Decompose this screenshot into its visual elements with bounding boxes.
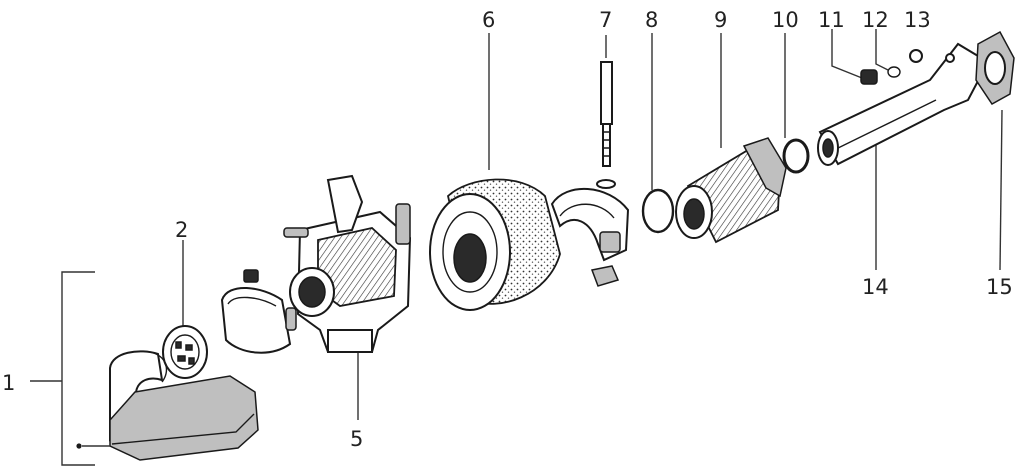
part-10-gasket-ring [782,33,810,174]
part-2-filter-cap [162,240,208,379]
hose-clamp [220,269,297,354]
callout-1: 1 [2,371,15,395]
callout-5: 5 [350,427,363,451]
callout-7: 7 [599,8,612,32]
part-9-inlet-sleeve [675,33,787,244]
callout-6: 6 [482,8,495,32]
part-15-flange-gasket [975,30,1015,271]
part-7-stud-bolt [590,35,620,287]
callout-13: 13 [904,8,931,32]
part-6-rubber-bell [429,33,561,311]
part-5-carburettor [283,174,412,420]
part-1-air-filter-housing [30,271,259,466]
callout-14: 14 [862,275,889,299]
saddle-clamp [550,187,630,262]
callout-8: 8 [645,8,658,32]
callout-15: 15 [986,275,1013,299]
part-13-plain-washer [909,49,923,63]
callout-labels: 1 2 5 6 7 8 9 10 11 12 13 14 15 [2,8,1013,451]
callout-11: 11 [818,8,845,32]
part-14-intake-manifold [817,42,990,270]
part-8-o-ring [641,33,675,234]
callout-2: 2 [175,218,188,242]
callout-9: 9 [714,8,727,32]
part-11-nut [831,29,878,85]
callout-12: 12 [862,8,889,32]
callout-10: 10 [772,8,799,32]
part-12-spring-washer [875,29,901,78]
